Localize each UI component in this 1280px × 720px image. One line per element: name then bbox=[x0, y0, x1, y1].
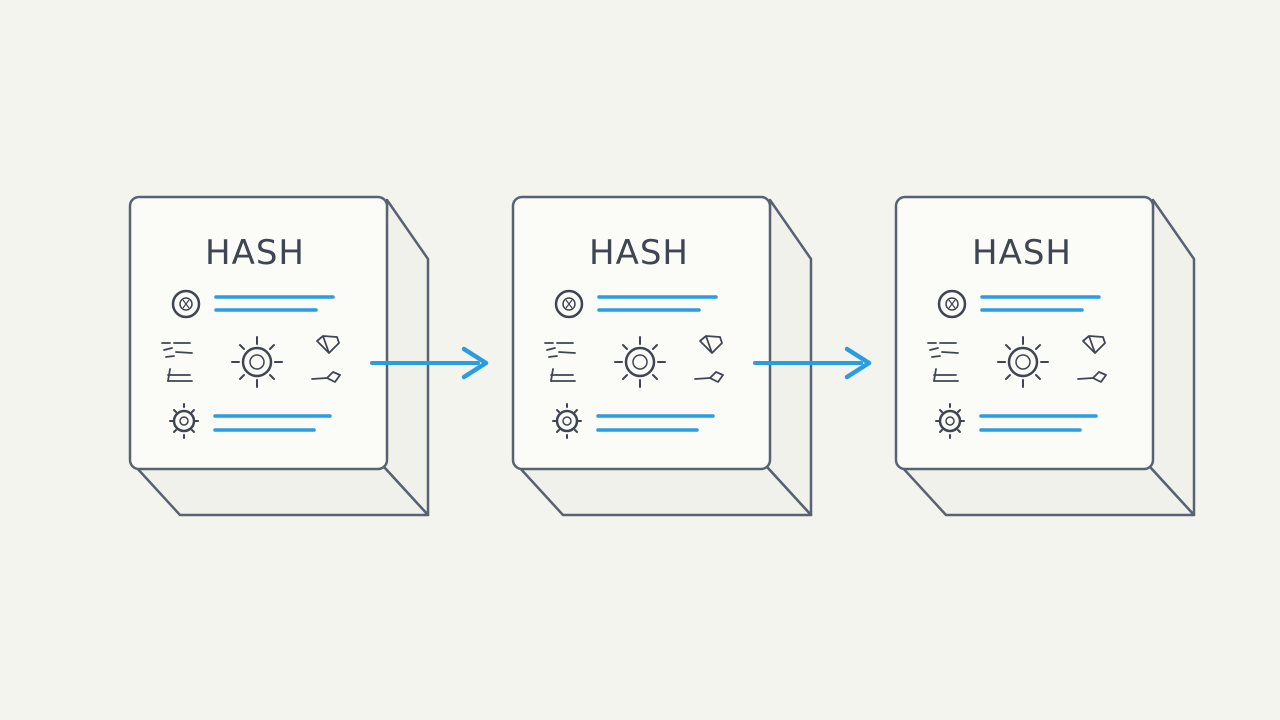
block-1: HASH bbox=[128, 195, 430, 517]
block-3: HASH bbox=[894, 195, 1196, 517]
block-2-title: HASH bbox=[589, 233, 689, 273]
block-3-title: HASH bbox=[972, 233, 1072, 273]
block-1-title: HASH bbox=[205, 233, 305, 273]
block-2: HASH bbox=[511, 195, 813, 517]
